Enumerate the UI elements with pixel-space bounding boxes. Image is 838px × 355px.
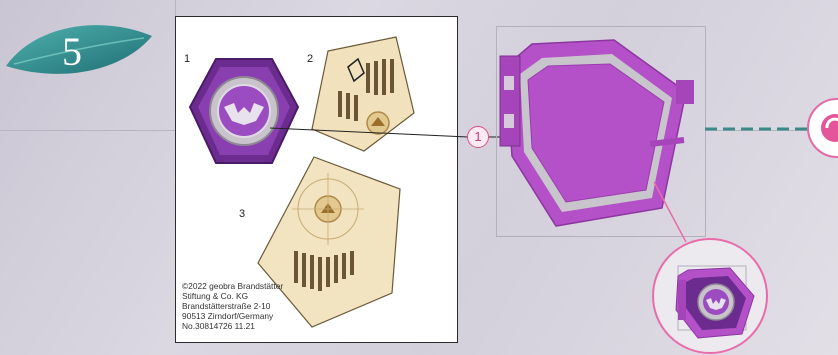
zoom-pointer-line <box>650 178 690 248</box>
next-step-badge <box>807 98 838 158</box>
dashed-connector <box>705 124 810 134</box>
punchout-sheet: 1 2 3 ©2022 <box>175 16 458 343</box>
background-guide-line <box>0 130 175 131</box>
copyright-text: ©2022 geobra Brandstätter Stiftung & Co.… <box>182 281 312 331</box>
swirl-icon <box>809 100 838 156</box>
step-number: 5 <box>62 28 82 75</box>
callout-number: 1 <box>467 126 489 148</box>
purple-bat-tile <box>186 55 302 167</box>
assembled-tile-detail <box>654 240 766 352</box>
tile-label-3: 3 <box>239 208 245 220</box>
zoom-detail-circle <box>652 238 768 354</box>
